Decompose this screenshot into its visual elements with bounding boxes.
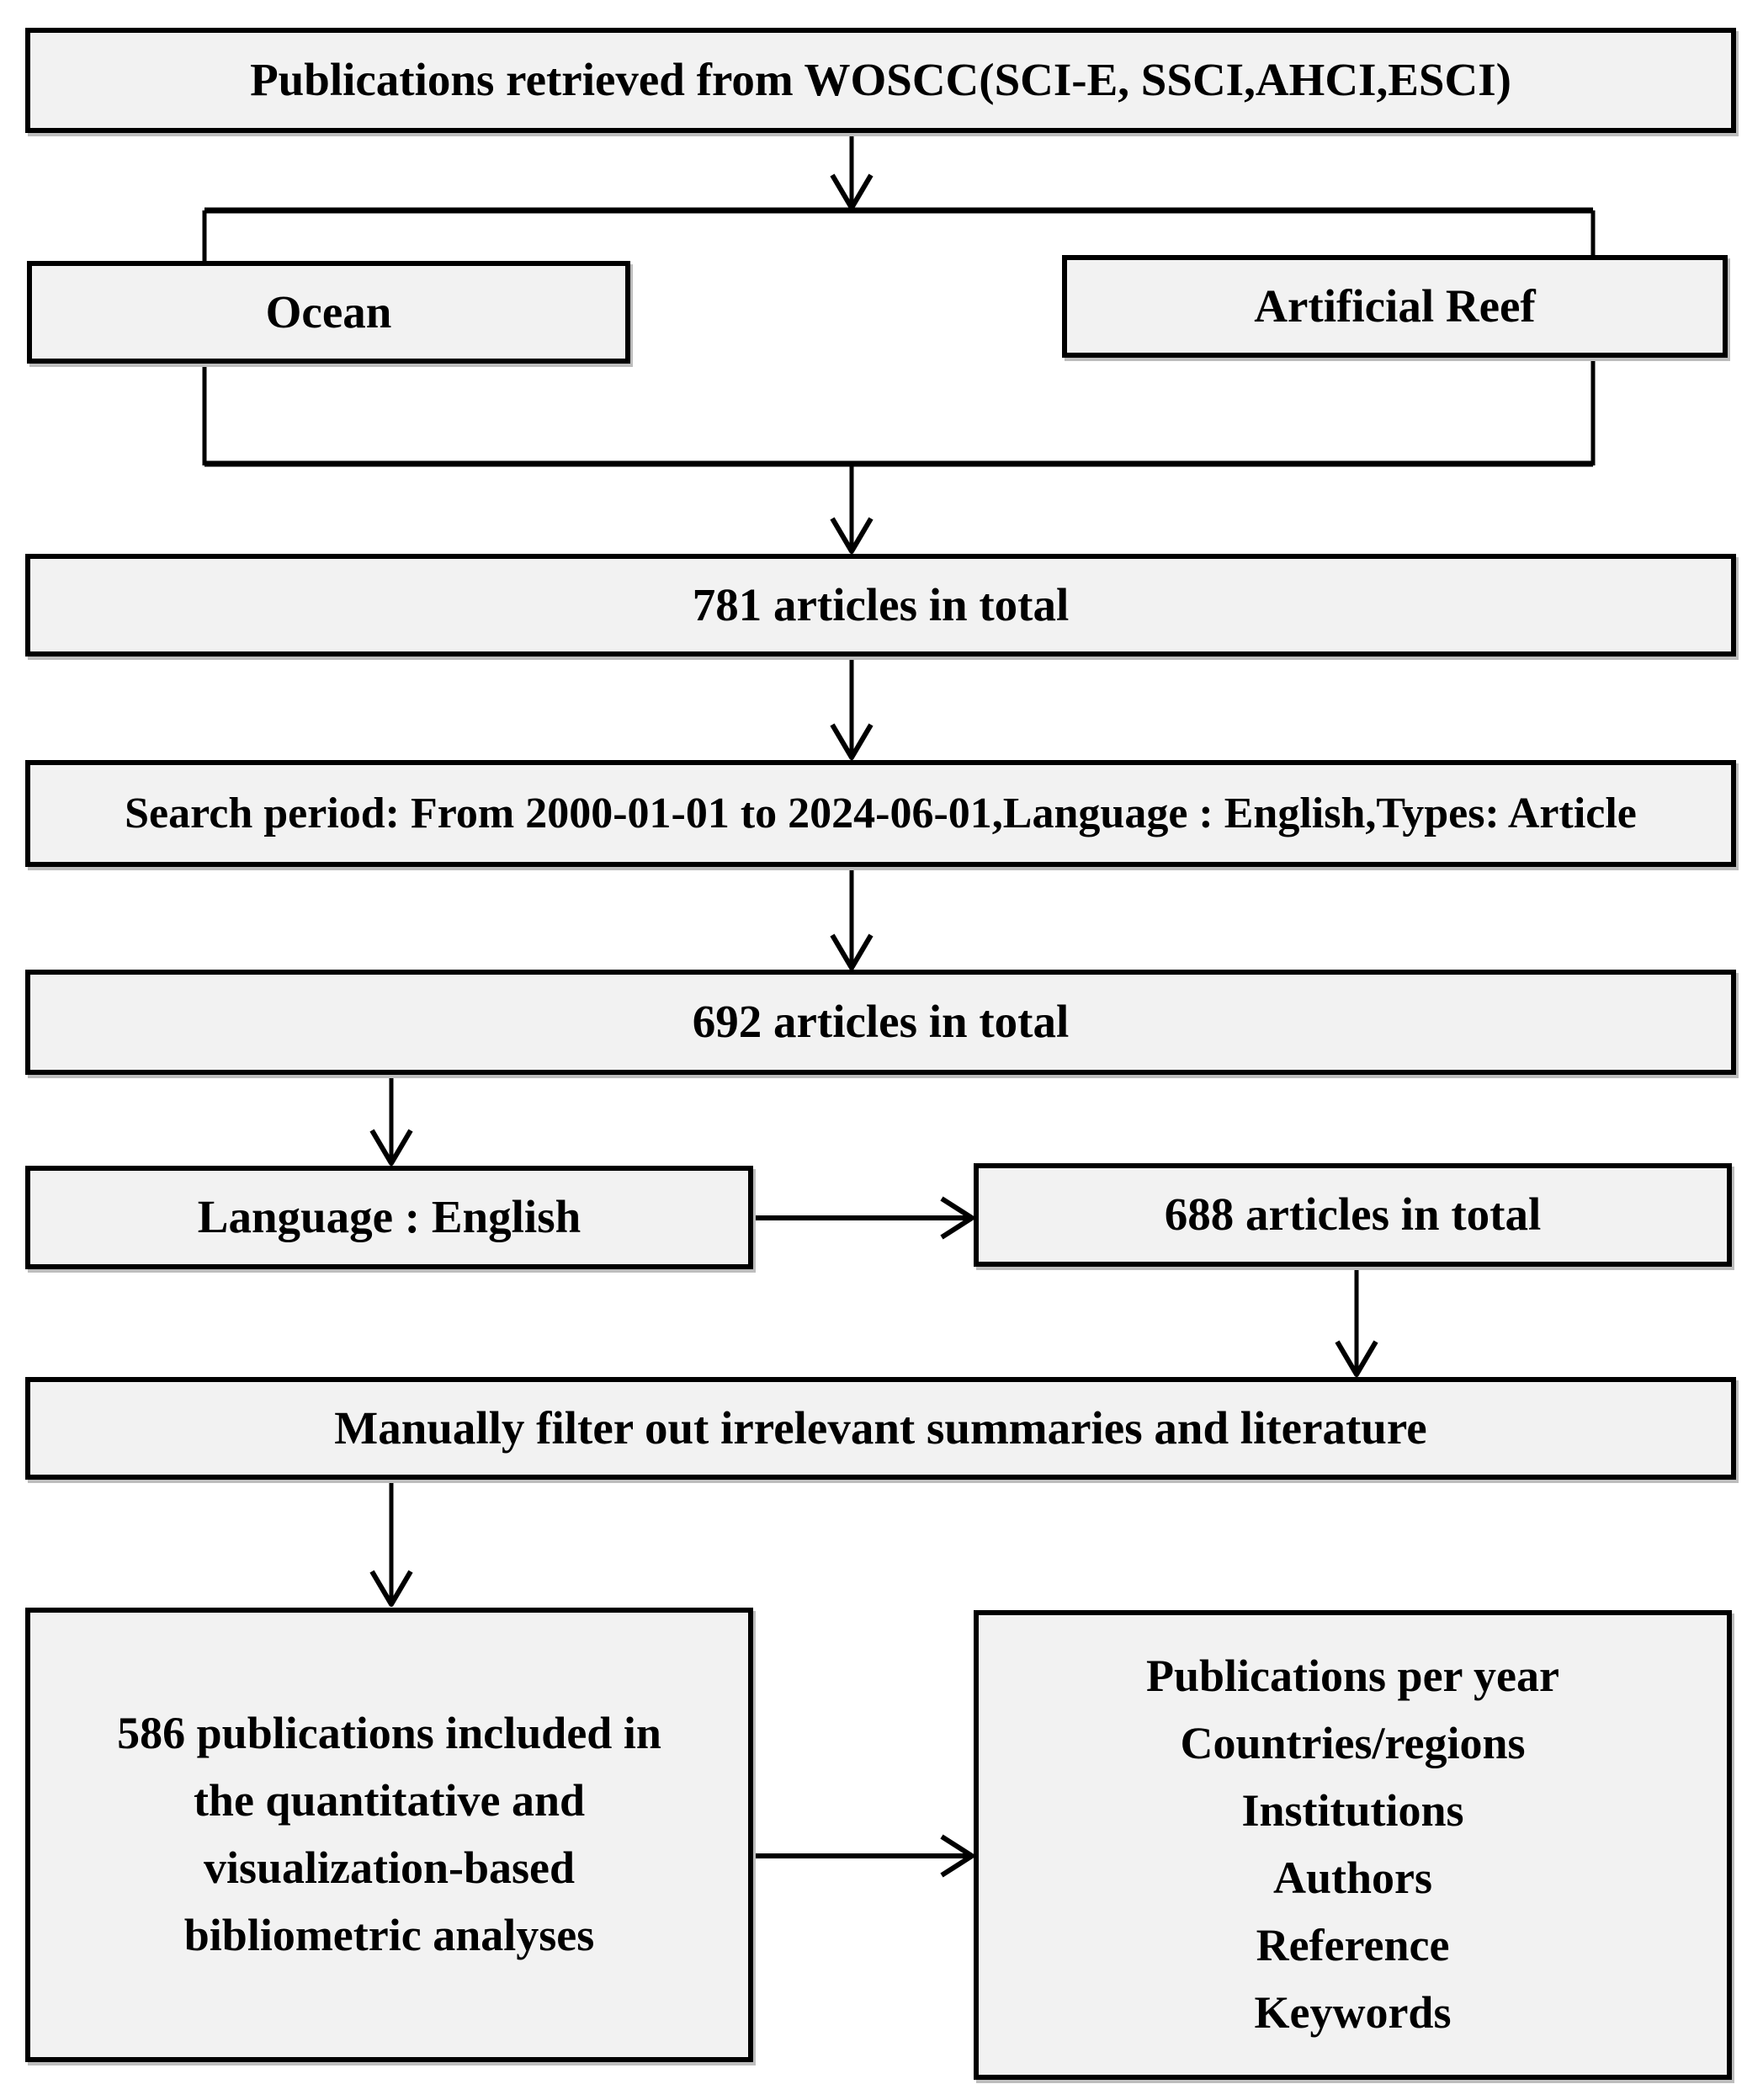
node-language-filter-box: Language : English [25,1166,753,1269]
arrowhead-down-icon [830,933,874,970]
node-manual-filter-box: Manually filter out irrelevant summaries… [25,1377,1736,1480]
node-total-781-box: 781 articles in total [25,554,1736,657]
node-total-692-box: 692 articles in total [25,970,1736,1075]
node-analysis-outputs-line: Countries/regions [1180,1718,1526,1769]
arrow-merge-to-781 [830,464,874,554]
node-keyword-artificial-reef-label: Artificial Reef [1254,279,1536,332]
node-analysis-outputs-box: Publications per year Countries/regions … [974,1610,1732,2080]
arrowhead-right-icon [940,1196,974,1240]
node-analysis-outputs-line: Reference [1256,1919,1450,1970]
node-analysis-outputs-line: Publications per year [1146,1651,1559,1702]
node-keyword-ocean-label: Ocean [265,285,392,338]
arrow-688-to-manual [1335,1267,1378,1377]
node-analysis-outputs-line: Institutions [1241,1785,1464,1837]
node-language-filter-label: Language : English [197,1191,581,1243]
node-included-publications-line: 586 publications included in [117,1708,661,1759]
node-search-criteria-label: Search period: From 2000-01-01 to 2024-0… [125,789,1637,837]
arrow-included-to-outputs [753,1834,974,1878]
node-manual-filter-label: Manually filter out irrelevant summaries… [334,1401,1427,1454]
node-source-label: Publications retrieved from WOSCC(SCI-E,… [250,54,1511,106]
arrowhead-down-icon [369,1129,413,1166]
node-search-criteria-box: Search period: From 2000-01-01 to 2024-0… [25,760,1736,867]
node-total-688-box: 688 articles in total [974,1163,1732,1267]
node-included-publications-box: 586 publications included in the quantit… [25,1608,753,2062]
arrow-search-to-692 [830,867,874,970]
node-included-publications-line: visualization-based [203,1842,576,1893]
node-source-box: Publications retrieved from WOSCC(SCI-E,… [25,28,1736,133]
arrowhead-down-icon [830,723,874,760]
node-included-publications-line: bibliometric analyses [183,1909,595,1960]
arrowhead-down-icon [1335,1340,1378,1377]
arrow-manual-to-included [369,1480,413,1607]
node-total-688-label: 688 articles in total [1164,1188,1542,1241]
node-analysis-outputs-line: Authors [1272,1853,1433,1903]
arrow-781-to-search [830,657,874,760]
arrow-692-to-language [369,1075,413,1166]
node-analysis-outputs-line: Keywords [1254,1986,1452,2038]
arrow-source-to-split [830,133,874,210]
arrowhead-down-icon [369,1570,413,1607]
branch-split-line [202,207,1596,263]
node-total-692-label: 692 articles in total [692,996,1070,1048]
arrowhead-right-icon [940,1834,974,1878]
node-keyword-artificial-reef-box: Artificial Reef [1062,255,1728,358]
branch-merge-line [202,356,1596,467]
node-total-781-label: 781 articles in total [692,578,1070,630]
arrow-language-to-688 [753,1196,974,1240]
node-keyword-ocean-box: Ocean [27,261,630,364]
arrowhead-down-icon [830,517,874,554]
node-included-publications-line: the quantitative and [193,1775,586,1826]
